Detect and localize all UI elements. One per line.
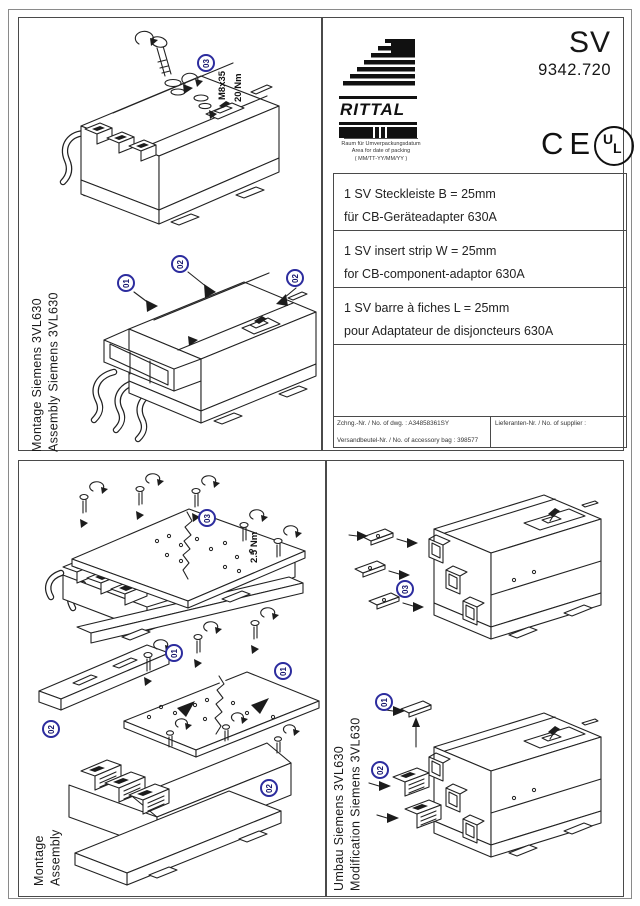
callout-step-01: 01 [375,693,393,711]
rittal-logo: RITTAL [339,39,417,138]
top-panel: Montage Siemens 3VL630 Assembly Siemens … [18,17,634,452]
page-border [8,9,632,899]
toggle-switch-icon [241,316,281,335]
insert-arrow [393,706,405,716]
product-family: SV [568,26,611,59]
packing-date-note: Raum für Umverpackungsdatum Area for dat… [333,138,429,163]
toggle-switch-icon [523,508,586,531]
callout-step-02: 02 [286,269,304,287]
callout-step-02: 02 [42,720,60,738]
terminal-sockets [428,752,485,844]
callout-step-03: 03 [396,580,414,598]
slide-arrow [251,698,269,714]
callout-step-01: 01 [117,274,135,292]
insert-arrow [183,84,193,94]
insert-strip-parts [354,528,400,610]
logo-rule [339,122,417,125]
base-plate [74,790,282,886]
exploded-assembly-drawing [38,607,320,886]
insert-arrow [188,336,198,346]
logo-rule [339,96,417,99]
bottom-panel-divider [325,461,327,896]
side-label-line: Assembly Siemens 3VL630 [46,292,61,452]
cover-blocks [392,767,442,829]
logo-bar [339,127,417,138]
rittal-emblem [343,39,415,86]
ce-mark-icon: CE [541,126,597,161]
bottom-panel: Montage Assembly Umbau Siemens 3VL630 Mo… [18,460,624,897]
drawing-number-cell: Zchng.-Nr. / No. of dwg. : A34858361SY V… [334,417,491,447]
description-row-de: 1 SV Steckleiste B = 25mm für CB-Gerätea… [334,174,626,231]
screws [143,607,300,754]
callout-step-02: 02 [260,779,278,797]
toggle-switch-icon [523,726,586,749]
diagram-breaker-adapter: 01 02 02 [74,244,326,444]
covers-drawing [368,700,602,858]
breaker-adapter-drawing [90,271,317,443]
insert-strip-part [400,700,432,718]
insert-strips-drawing [348,494,602,640]
washer-set [181,72,217,119]
bolt-size-label: M8x35 [217,70,228,100]
supplier-cell: Lieferanten-Nr. / No. of supplier : [495,420,587,427]
callout-step-01: 01 [274,662,292,680]
info-table: Zchng.-Nr. / No. of dwg. : A34858361SY V… [334,416,626,447]
callout-step-01: 01 [165,644,183,662]
slide-arrow [177,701,195,717]
callout-step-03: 03 [198,509,216,527]
insert-arrow [387,813,399,823]
description-row-en: 1 SV insert strip W = 25mm for CB-compon… [334,231,626,288]
callout-step-02: 02 [171,255,189,273]
diagram-insert-strips: 03 [348,477,619,662]
top-side-label: Montage Siemens 3VL630 Assembly Siemens … [29,256,62,452]
plate-screws-drawing [45,473,306,644]
screws [79,473,302,558]
adapter-frame [103,328,202,392]
brand-wordmark: RITTAL [340,100,406,119]
breaker-isometric-drawing [59,30,280,226]
insert-arrow [379,781,391,791]
callout-step-03: 03 [197,54,215,72]
top-panel-divider [321,18,323,450]
torque-label: 20 Nm [233,73,244,102]
pole-covers [80,759,170,815]
terminal-sockets [428,534,485,626]
description-row-fr: 1 SV barre à fiches L = 25mm pour Adapta… [334,288,626,345]
side-label-line: Montage Siemens 3VL630 [30,298,44,452]
bolt-icon [150,36,186,96]
diagram-breaker-bolt: 03 M8x35 20 Nm [51,26,316,244]
torque-spiral-icon [134,30,158,46]
ul-mark-icon: U L [594,126,634,166]
diagram-plate-screws: 03 2.5 Nm [37,473,327,647]
model-number: 9342.720 [538,61,611,79]
description-table: 1 SV Steckleiste B = 25mm für CB-Gerätea… [333,173,627,448]
insert-arrows [348,531,424,612]
plate-holes [154,533,254,574]
torque-label: 2.5 Nm [249,531,260,563]
up-arrow [412,717,420,727]
pole-terminals [84,122,157,162]
callout-step-02: 02 [371,761,389,779]
diagram-covers: 01 02 [349,669,619,891]
diagram-exploded-assembly: 01 01 02 02 [29,607,329,891]
